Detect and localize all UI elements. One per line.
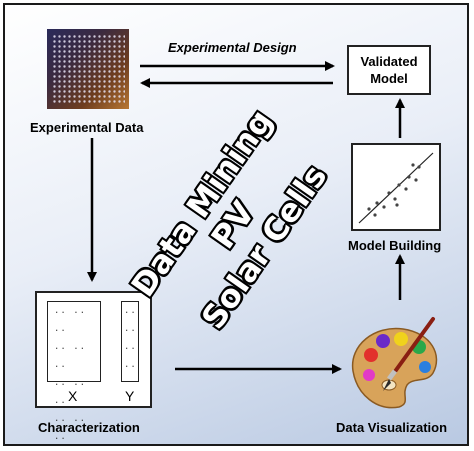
validated-model-label-line2: Model xyxy=(370,71,408,86)
x-column-label: X xyxy=(68,388,78,404)
characterization-label: Characterization xyxy=(38,420,140,435)
scatter-plot-graphic xyxy=(358,152,434,224)
solar-cell-wafer-image xyxy=(47,29,129,109)
y-data-points: ········ xyxy=(124,308,137,372)
x-data-column: ·· ·· ···· ·· ···· ·· ···· ·· ·· xyxy=(47,301,101,444)
model-building-label: Model Building xyxy=(348,238,442,253)
paint-palette-graphic xyxy=(351,317,438,409)
x-data-points: ·· ·· ···· ·· ···· ·· ···· ·· ·· xyxy=(54,308,87,444)
data-visualization-label: Data Visualization xyxy=(336,420,448,435)
y-column-label: Y xyxy=(125,388,135,404)
experimental-design-label: Experimental Design xyxy=(168,40,297,55)
paint-palette-icon xyxy=(345,311,447,413)
experimental-data-label: Experimental Data xyxy=(30,120,144,135)
y-data-column: ········ xyxy=(121,301,139,382)
validated-model-box: Validated Model xyxy=(347,45,431,95)
validated-model-label-line1: Validated xyxy=(360,54,418,69)
characterization-box: ·· ·· ···· ·· ···· ·· ···· ·· ·· ·······… xyxy=(35,291,152,444)
scatter-plot-icon xyxy=(351,143,441,231)
